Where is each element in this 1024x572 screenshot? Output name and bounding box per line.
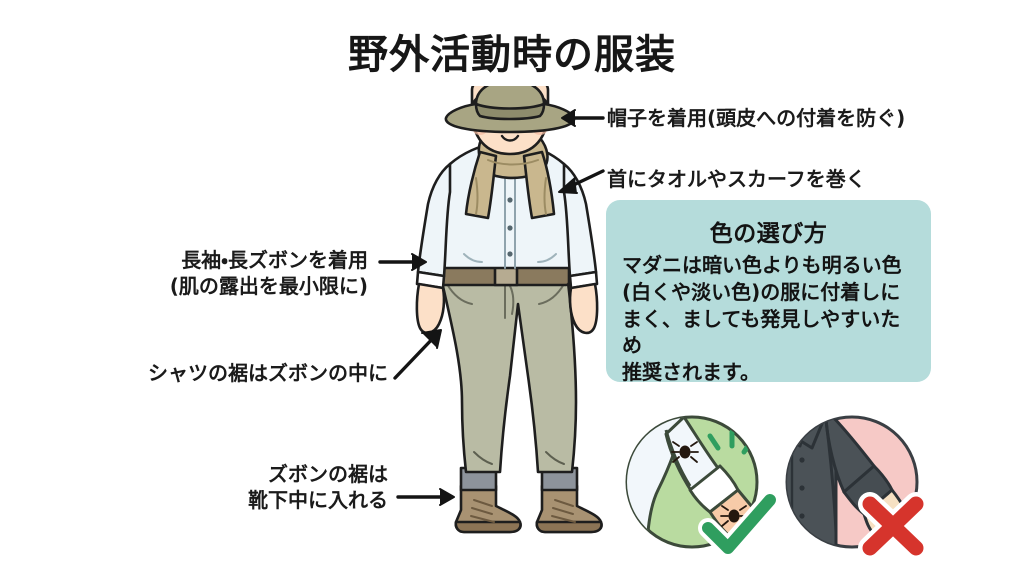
check-icon — [698, 490, 780, 564]
sleeve-left — [416, 162, 452, 278]
color-selection-card: 色の選び方 マダニは暗い色よりも明るい色 (白くや淡い色)の服に付着しに まく、… — [606, 200, 931, 384]
comparison-good — [622, 412, 780, 564]
arrow-right-tuck-pants — [396, 487, 458, 511]
cross-icon — [854, 488, 934, 568]
comparison-bad — [782, 412, 930, 564]
arrow-right-sleeves — [378, 252, 430, 276]
illustration-person — [392, 72, 642, 560]
annotation-tuck-shirt-label: シャツの裾はズボンの中に — [148, 361, 388, 385]
color-card-title: 色の選び方 — [709, 221, 828, 247]
arrow-left-diagonal-neck — [553, 168, 605, 202]
pants — [440, 280, 578, 474]
annotation-hat-label: 帽子を着用(頭皮への付着を防ぐ) — [607, 106, 906, 130]
hand-right — [568, 282, 599, 335]
boot-right — [535, 484, 603, 534]
annotation-long-sleeves-label: 長袖・長ズボンを着用 (肌の露出を最小限に) — [169, 248, 368, 299]
arrow-left-hat — [557, 108, 605, 132]
tick-icon — [671, 441, 699, 463]
annotation-neck-label: 首にタオルやスカーフを巻く — [607, 167, 866, 191]
bucket-hat — [444, 78, 576, 134]
color-card-body: マダニは暗い色よりも明るい色 (白くや淡い色)の服に付着しに まく、ましても発見… — [622, 253, 902, 385]
annotation-tuck-pants-label: ズボンの裾は 靴下中に入れる — [248, 462, 388, 513]
boot-left — [454, 484, 522, 534]
page-title: 野外活動時の服装 — [348, 32, 676, 78]
arrow-up-right-diagonal-tuck-shirt — [392, 325, 448, 385]
